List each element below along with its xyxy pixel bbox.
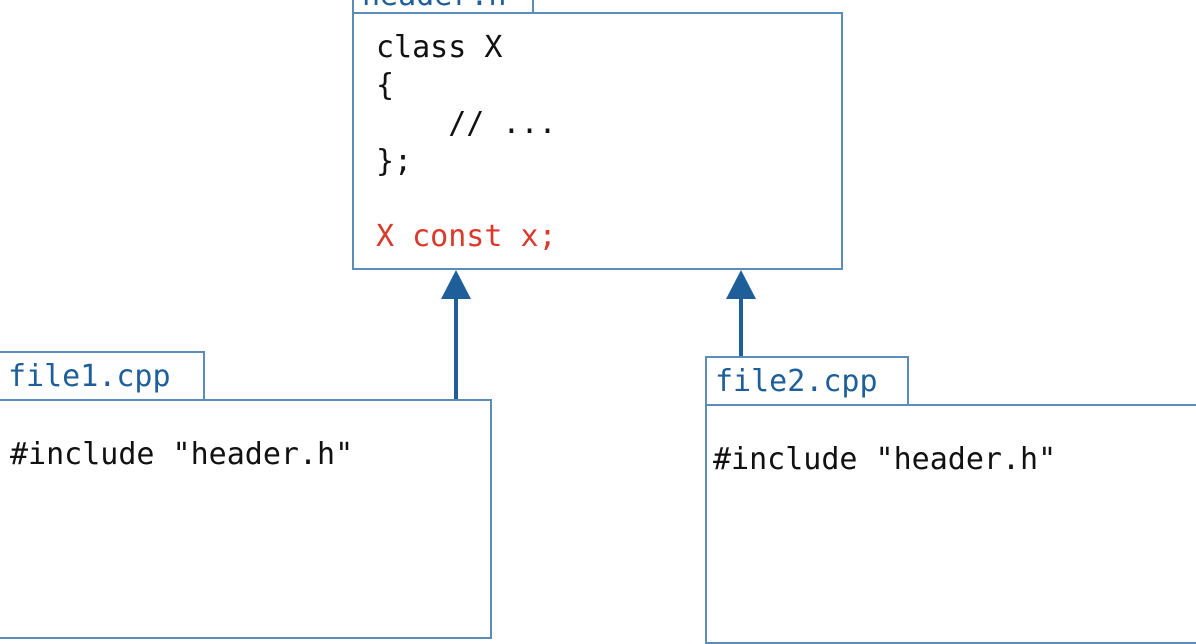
header-file-tab-label: header.h [362, 0, 507, 12]
header-file-box: class X { // ... }; X const x; [352, 12, 843, 270]
header-code-line-4: }; [376, 144, 413, 179]
header-code-line-2: { [376, 68, 395, 103]
header-code-highlight-line: X const x; [376, 219, 557, 254]
file1-arrow-head [441, 270, 471, 299]
header-code-line-1: class X [376, 30, 503, 65]
file2-code-line: #include "header.h" [713, 442, 1057, 477]
file2-box: #include "header.h" [705, 404, 1196, 644]
file1-tab: file1.cpp [0, 351, 205, 401]
file2-tab-label: file2.cpp [715, 364, 878, 399]
file2-include-arrow [726, 270, 756, 356]
file1-code-line: #include "header.h" [10, 437, 354, 472]
file2-arrow-head [726, 270, 756, 299]
header-code-line-3: // ... [376, 106, 557, 141]
file1-tab-label: file1.cpp [8, 359, 171, 394]
file1-include-arrow [441, 270, 471, 399]
file1-box: #include "header.h" [0, 399, 492, 639]
include-arrows [441, 270, 756, 399]
file2-tab: file2.cpp [705, 356, 909, 406]
